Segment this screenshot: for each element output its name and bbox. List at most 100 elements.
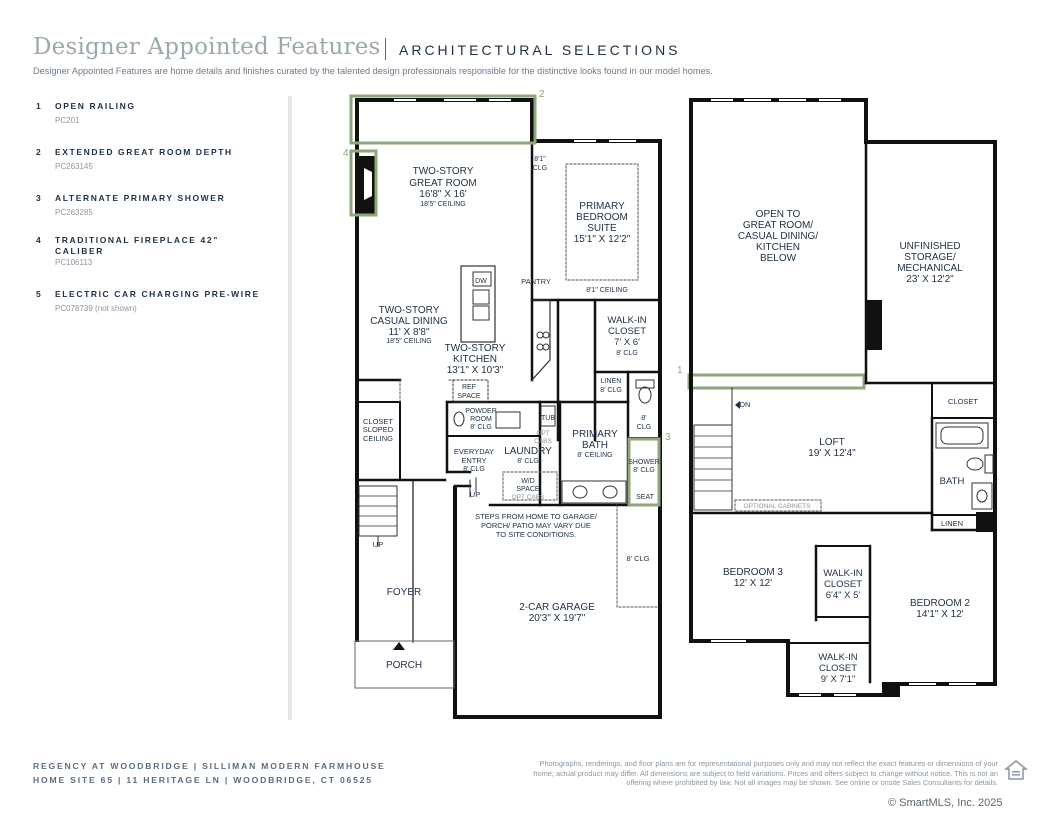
second-floor-labels: OPEN TO GREAT ROOM/ CASUAL DINING/ KITCH…: [723, 209, 978, 685]
marker-3: 3: [665, 432, 671, 443]
feature-code: PC263145: [55, 162, 93, 171]
wall: [355, 98, 359, 642]
first-floor-labels: TWO-STORY GREAT ROOM 16'8" X 16' 18'5" C…: [363, 156, 660, 671]
room-label: STORAGE/: [904, 252, 956, 263]
room-label: ROOM: [470, 416, 492, 423]
ceiling-note: 8'1": [534, 156, 546, 163]
room-label: SLOPED: [363, 425, 394, 434]
wall: [530, 98, 534, 142]
ceiling-note: CLG: [637, 424, 651, 431]
room-ceiling: 8' CLG: [616, 350, 638, 357]
room-dimension: 13'1" X 10'3": [447, 365, 504, 376]
room-label: TWO-STORY: [445, 343, 506, 354]
optional-label: OPT: [536, 430, 549, 437]
title-divider: [385, 38, 386, 60]
page-title: Designer Appointed Features: [33, 34, 381, 60]
first-floor-plan: [354, 98, 662, 719]
feature-code: PC078739 (not shown): [55, 304, 137, 313]
room-label: CLOSET: [819, 663, 857, 674]
feature-number: 3: [36, 193, 41, 203]
second-floor-plan: [689, 98, 997, 697]
site-note: STEPS FROM HOME TO GARAGE/: [475, 512, 598, 521]
optional-label: CABS: [534, 438, 552, 445]
room-label: CLOSET: [824, 579, 862, 590]
room-label: EVERYDAY: [454, 447, 494, 456]
appliance-label: SPACE: [457, 393, 481, 400]
copyright: © SmartMLS, Inc. 2025: [888, 797, 1003, 809]
marker-1: 1: [677, 365, 683, 376]
feature-name: EXTENDED GREAT ROOM DEPTH: [55, 147, 233, 157]
feature-number: 5: [36, 289, 41, 299]
room-label: BELOW: [760, 253, 797, 264]
room-label: UNFINISHED: [899, 241, 960, 252]
room-label: LINEN: [941, 519, 963, 528]
ceiling-note: 8' CLG: [626, 554, 649, 563]
marker-4: 4: [343, 148, 349, 159]
room-ceiling: 8' CLG: [463, 466, 485, 473]
room-label: BEDROOM 2: [910, 598, 970, 609]
site-note: PORCH/ PATIO MAY VARY DUE: [481, 521, 591, 530]
room-label: BEDROOM: [576, 212, 628, 223]
room-dimension: 19' X 12'4": [808, 448, 856, 459]
room-label: POWDER: [465, 408, 497, 415]
appliance-label: W/D: [521, 478, 535, 485]
room-label: LAUNDRY: [504, 446, 552, 457]
appliance-label: DW: [475, 278, 487, 285]
room-label: CLOSET: [363, 417, 393, 426]
room-ceiling: 8' CLG: [517, 458, 539, 465]
room-ceiling: 18'5" CEILING: [420, 201, 465, 208]
room-dimension: 20'3" X 19'7": [529, 613, 586, 624]
room-dimension: 6'4" X 5': [826, 590, 861, 601]
feature-name: TRADITIONAL FIREPLACE 42" CALIBER: [55, 235, 219, 256]
appliance-label: SPACE: [516, 486, 540, 493]
room-ceiling: 8' CLG: [470, 424, 492, 431]
room-label: CASUAL DINING: [370, 316, 448, 327]
stair-label: DN: [740, 400, 751, 409]
room-dimension: 15'1" X 12'2": [574, 234, 631, 245]
stair-label: UP: [373, 540, 383, 549]
room-ceiling: 8'1" CEILING: [586, 287, 628, 294]
feature-number: 1: [36, 101, 41, 111]
room-dimension: 12' X 12': [734, 578, 772, 589]
wall: [658, 139, 662, 719]
fixture-label: TUB: [541, 415, 555, 422]
optional-label: OPT CABS: [512, 494, 545, 501]
room-label: OPEN TO: [756, 209, 801, 220]
highlight-open-railing: [687, 373, 866, 390]
room-label: SHOWER: [628, 459, 660, 466]
highlight-extended-great-room: [349, 94, 537, 145]
feature-code: PC263285: [55, 208, 93, 217]
room-label: CLOSET: [608, 326, 646, 337]
feature-name: ELECTRIC CAR CHARGING PRE-WIRE: [55, 289, 260, 299]
room-label: GREAT ROOM: [409, 178, 476, 189]
room-label: GREAT ROOM/: [743, 220, 813, 231]
room-label: CLOSET: [948, 397, 978, 406]
wall: [453, 715, 662, 719]
stair-label: UP: [470, 490, 480, 499]
room-label: LOFT: [819, 437, 845, 448]
room-ceiling: 18'5" CEILING: [386, 338, 431, 345]
room-label: PRIMARY: [572, 429, 618, 440]
site-note: TO SITE CONDITIONS.: [496, 530, 576, 539]
room-label: FOYER: [387, 587, 421, 598]
room-ceiling: 8' CLG: [600, 387, 622, 394]
room-label: CASUAL DINING/: [738, 231, 818, 242]
feature-code: PC106113: [55, 258, 93, 267]
fixture-label: SEAT: [636, 494, 654, 501]
feature-name: OPEN RAILING: [55, 101, 136, 111]
page-description: Designer Appointed Features are home det…: [33, 66, 713, 76]
arrow-left-icon: [735, 401, 740, 409]
room-label: BATH: [582, 440, 608, 451]
room-ceiling: 8' CEILING: [577, 452, 612, 459]
marker-2: 2: [539, 89, 545, 100]
room-dimension: 9' X 7'1": [821, 674, 855, 685]
optional-label: OPTIONAL CABINETS: [744, 503, 812, 510]
room-dimension: 11' X 8'8": [388, 327, 430, 338]
feature-number: 4: [36, 235, 41, 245]
room-ceiling: 8' CLG: [633, 467, 655, 474]
address-line: HOME SITE 65 | 11 HERITAGE LN | WOODBRID…: [33, 775, 373, 785]
page-subtitle: ARCHITECTURAL SELECTIONS: [399, 42, 681, 58]
room-label: KITCHEN: [756, 242, 800, 253]
room-dimension: 23' X 12'2": [906, 274, 954, 285]
